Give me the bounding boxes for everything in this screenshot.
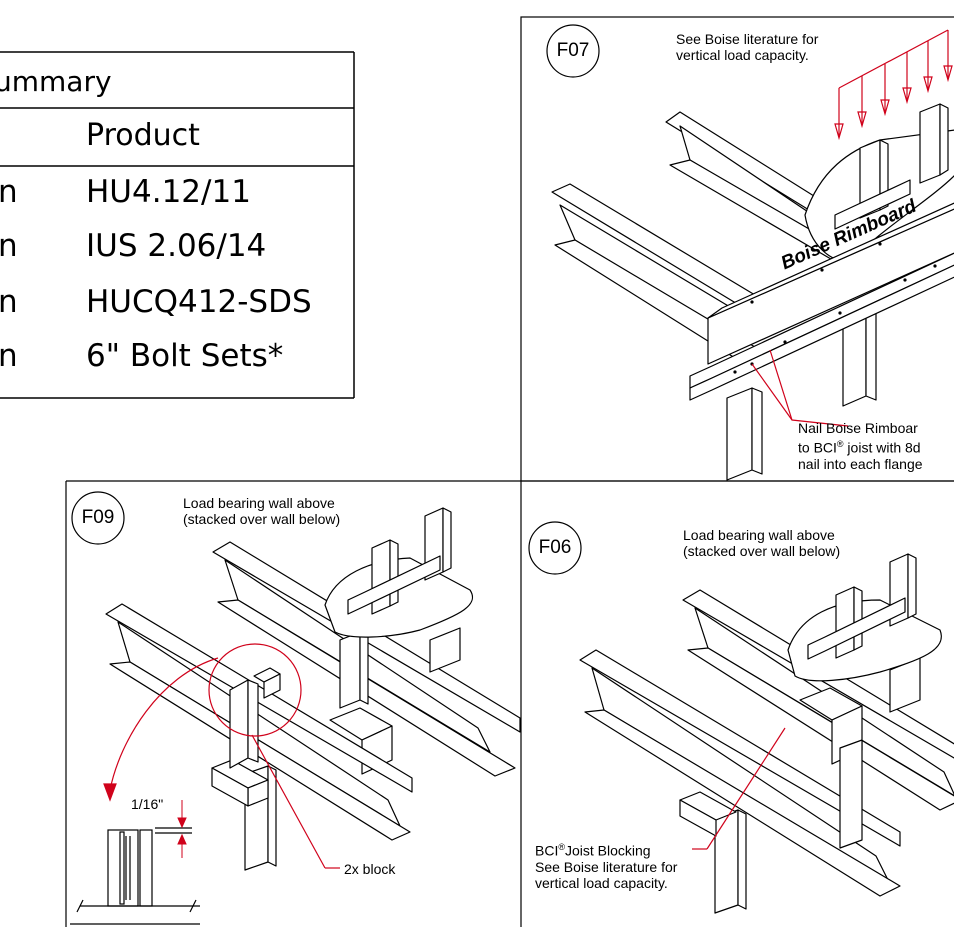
f09-post — [339, 631, 361, 709]
f07-code: F07 — [556, 40, 590, 61]
summary-row-1-product: HU4.12/11 — [86, 174, 251, 210]
summary-row-2-product: IUS 2.06/14 — [86, 228, 267, 264]
f06-code: F06 — [538, 537, 572, 558]
summary-header-product: Product — [86, 118, 200, 153]
f06-blocking-leader — [706, 727, 786, 850]
f06-post — [714, 809, 739, 914]
f09-detail-circle — [208, 643, 302, 737]
summary-row-4-product: 6" Bolt Sets* — [86, 338, 284, 374]
f09-annotations — [103, 643, 340, 869]
f06-blocking-note: BCI®Joist Blocking See Boise literature … — [535, 842, 678, 891]
f06-stud-1 — [835, 586, 855, 659]
f09-wall-note: Load bearing wall above (stacked over wa… — [183, 495, 341, 527]
f06-front-joist — [579, 649, 901, 847]
summary-row-2-suffix: n — [0, 228, 18, 264]
f06-drawing — [579, 553, 954, 914]
f09-detail-arrow — [109, 657, 219, 791]
f09-section-detail — [70, 827, 200, 925]
f06-wall-note: Load bearing wall above (stacked over wa… — [683, 527, 841, 559]
f09-block-leader — [251, 734, 326, 869]
f09-2x-block — [229, 679, 249, 769]
f09-gap-dimension — [177, 800, 187, 858]
f07-drawing — [551, 103, 954, 481]
code-circles — [71, 24, 600, 575]
f09-block-label: 2x block — [344, 861, 396, 877]
f07-circle — [546, 24, 600, 78]
f09-front-joist — [105, 603, 413, 793]
frame-f06 — [520, 480, 954, 927]
f06-circle — [528, 521, 582, 575]
f07-nail-note: Nail Boise Rimboar to BCI® joist with 8d… — [798, 420, 923, 472]
f07-note: See Boise literature for vertical load c… — [676, 31, 819, 63]
summary-row-3-suffix: n — [0, 284, 18, 320]
f06-annotations — [692, 727, 786, 850]
f09-gap-label: 1/16" — [131, 796, 164, 812]
summary-row-1-suffix: n — [0, 174, 18, 210]
summary-row-4-suffix: n — [0, 338, 18, 374]
f09-code: F09 — [81, 507, 115, 528]
f09-cut-wall-plate — [324, 557, 474, 638]
f07-load-arrows — [751, 29, 953, 427]
f07-stud-2 — [919, 103, 941, 184]
f09-circle — [71, 491, 125, 545]
f09-drawing — [105, 507, 521, 871]
summary-table-borders — [0, 51, 355, 399]
summary-title: ummary — [0, 65, 112, 98]
f09-stud-1 — [371, 539, 391, 615]
panel-frames — [65, 16, 954, 927]
f07-post-left — [726, 387, 753, 481]
summary-row-3-product: HUCQ412-SDS — [86, 284, 312, 320]
